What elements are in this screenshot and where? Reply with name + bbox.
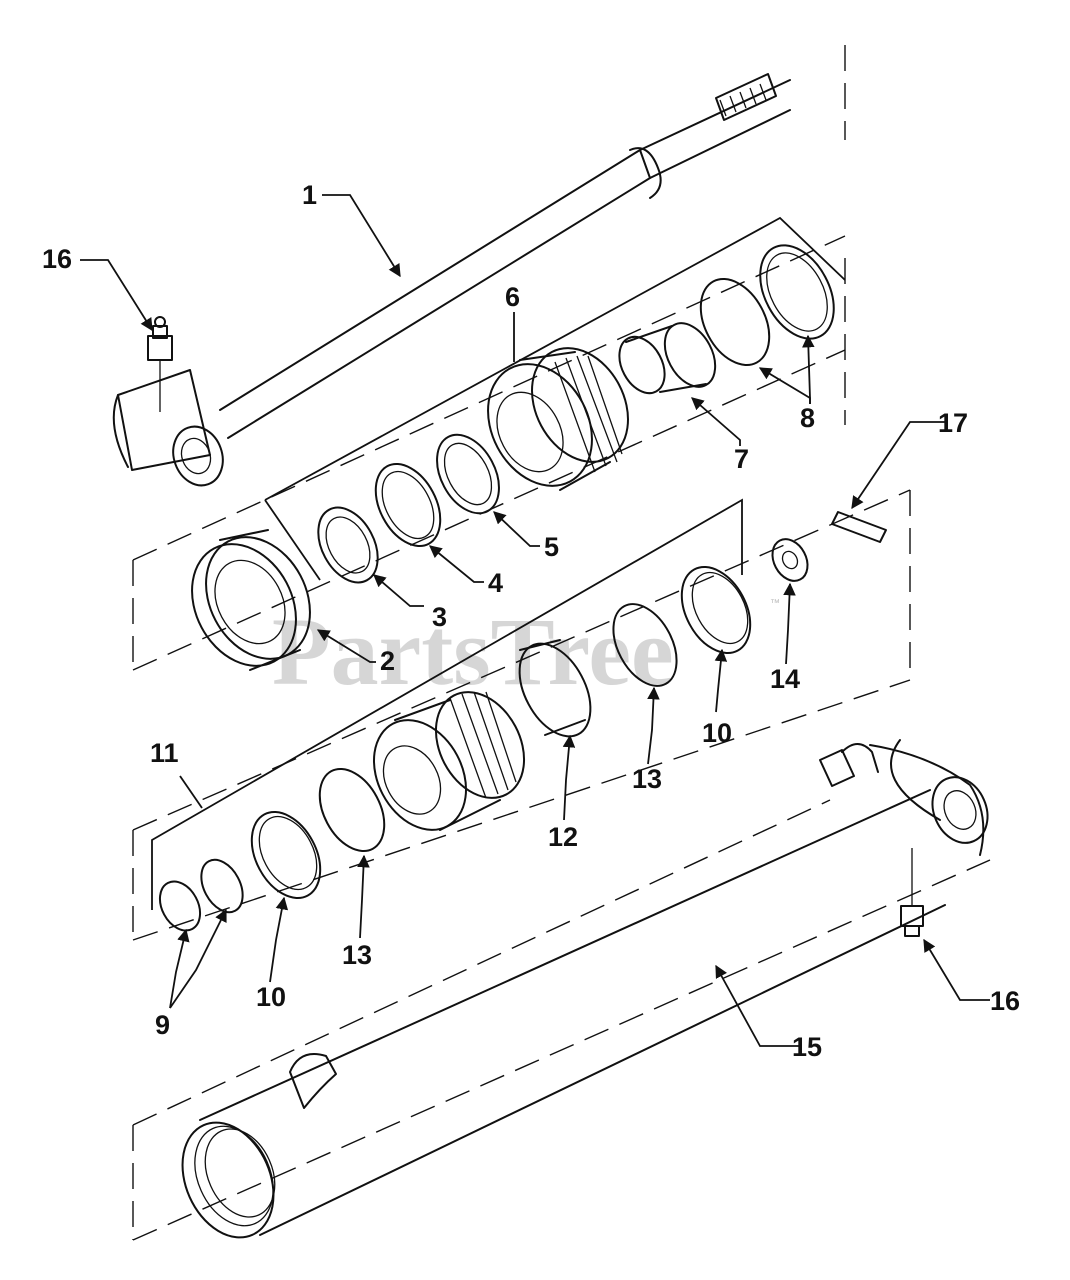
callout-6: 6 <box>505 282 520 312</box>
callout-10-upper: 10 <box>702 718 732 748</box>
pin <box>831 511 887 543</box>
callout-13-upper: 13 <box>632 764 662 794</box>
callout-4: 4 <box>488 568 503 598</box>
hydraulic-fitting-icon <box>819 743 879 787</box>
callout-12: 12 <box>548 822 578 852</box>
gland <box>487 347 629 491</box>
ring-9a <box>158 880 202 932</box>
watermark-trademark: ™ <box>770 598 780 609</box>
nut <box>771 538 809 582</box>
callout-1: 1 <box>302 180 317 210</box>
piston-bushing <box>518 639 592 738</box>
leaders <box>80 194 990 1047</box>
callout-14: 14 <box>770 664 800 694</box>
watermark-text: PartsTree <box>272 598 674 705</box>
seal-3 <box>317 506 379 584</box>
callout-16-bottom: 16 <box>990 986 1020 1016</box>
callout-13-lower: 13 <box>342 940 372 970</box>
watermark: PartsTree ™ <box>272 598 780 705</box>
callout-2: 2 <box>380 646 395 676</box>
grease-fitting-top-icon <box>147 316 173 361</box>
seal-5 <box>436 433 500 515</box>
piston <box>372 691 526 831</box>
callout-7: 7 <box>734 444 749 474</box>
port-fitting-icon <box>289 1053 337 1109</box>
callout-15: 15 <box>792 1032 822 1062</box>
callout-11: 11 <box>150 738 179 768</box>
seal-4 <box>374 462 442 548</box>
grease-fitting-bottom-icon <box>900 848 924 937</box>
bushing <box>618 322 717 395</box>
ring-8b <box>759 244 835 340</box>
rod-end <box>112 360 224 487</box>
barrel <box>181 739 989 1239</box>
group-outline-barrel <box>132 799 991 1241</box>
bracket-11 <box>151 498 743 910</box>
callout-17: 17 <box>938 408 968 438</box>
callout-5: 5 <box>544 532 559 562</box>
piston-rod <box>219 73 791 439</box>
group-outline-lower <box>132 489 911 941</box>
callout-10-lower: 10 <box>256 982 286 1012</box>
ring-13-upper <box>612 603 678 687</box>
ring-13-lower <box>318 767 386 853</box>
ring-9b <box>200 858 244 914</box>
callout-9: 9 <box>155 1010 170 1040</box>
callouts: 1 16 6 8 7 17 5 4 3 2 14 10 13 11 12 13 … <box>42 180 1020 1062</box>
callout-8: 8 <box>800 403 815 433</box>
bracket-6 <box>264 216 846 581</box>
callout-3: 3 <box>432 602 447 632</box>
ring-8a <box>699 278 771 366</box>
gland-nut <box>191 529 311 671</box>
seal-10-lower <box>250 811 322 899</box>
callout-16-top: 16 <box>42 244 72 274</box>
seal-10-upper <box>680 566 752 654</box>
